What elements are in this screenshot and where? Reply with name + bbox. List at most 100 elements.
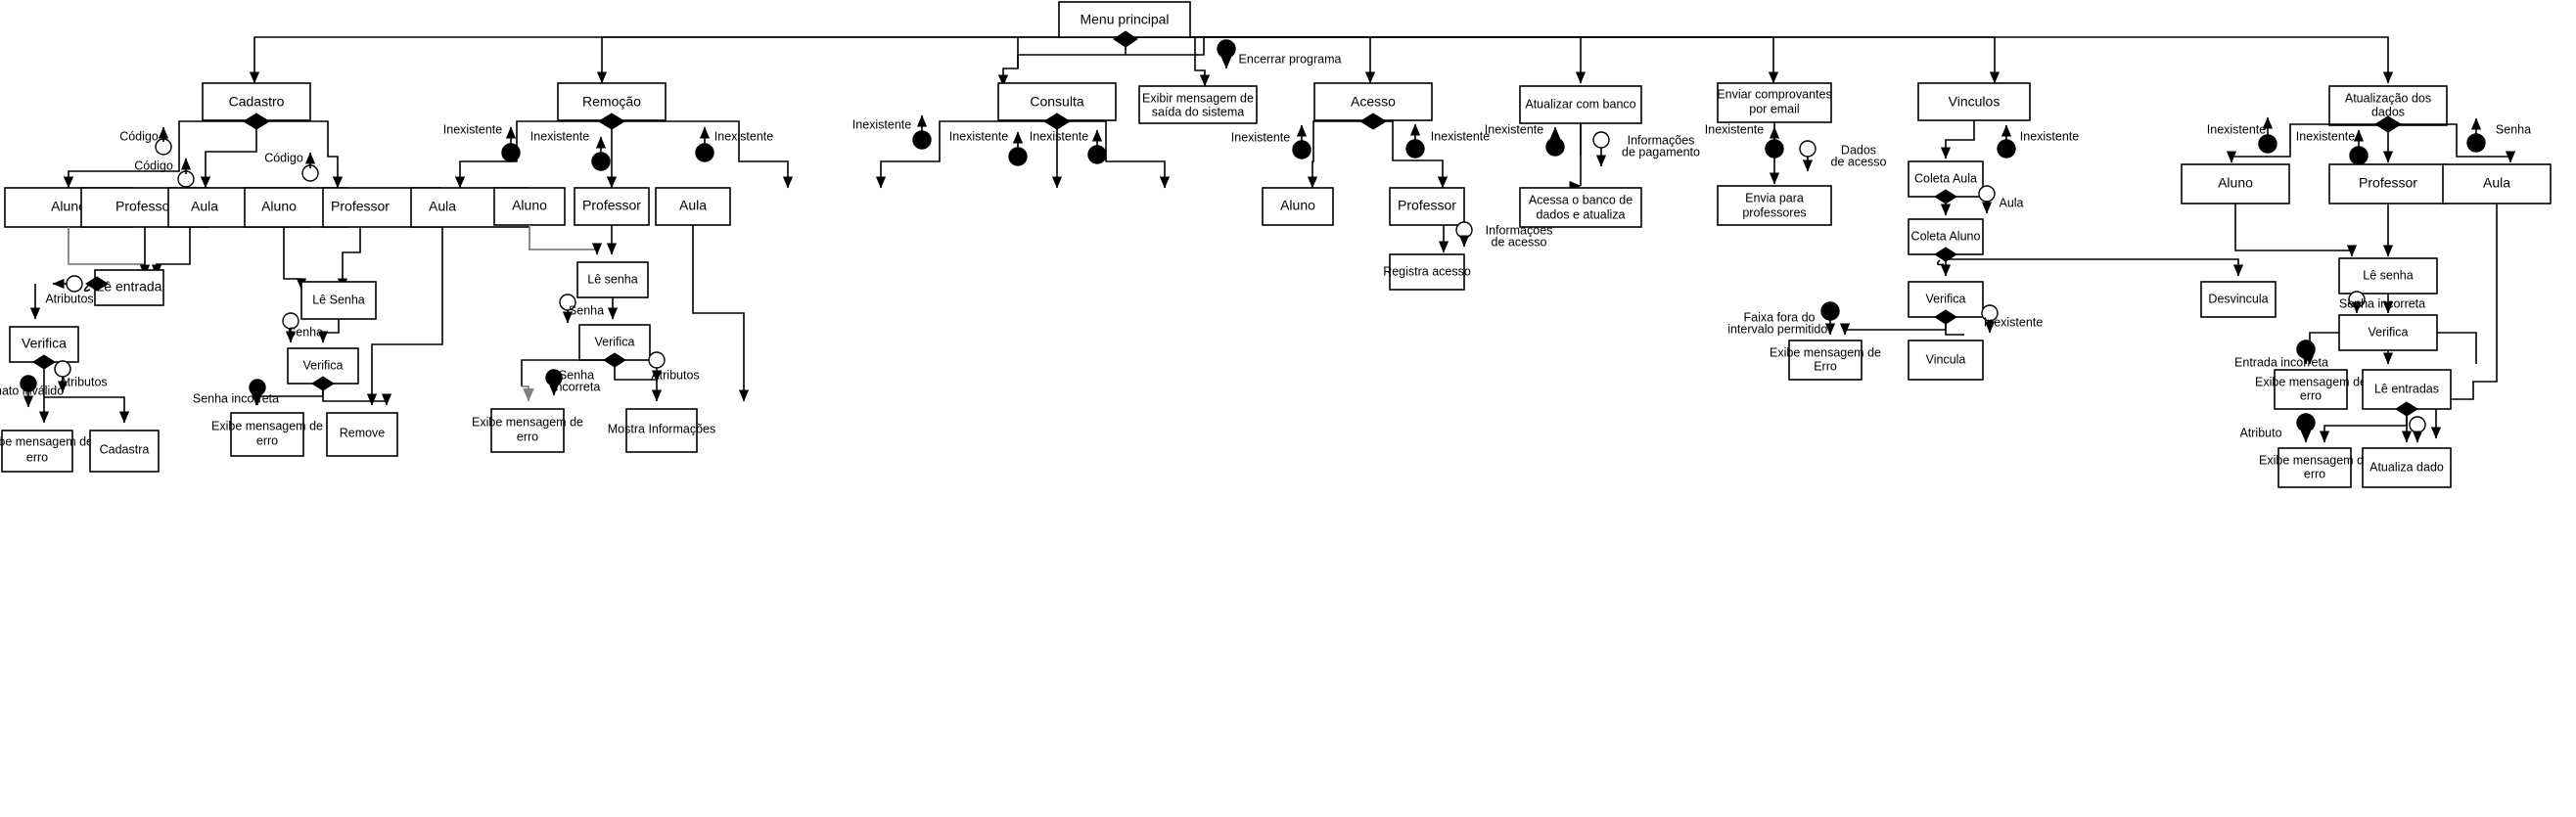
node-label: Mostra Informações [608,422,715,435]
decision-pin [2258,134,2277,154]
edge-label: intervalo permitido. [1727,322,1831,336]
decision-pin [1087,145,1107,164]
node-consulta-aula[interactable]: Aula [655,187,731,226]
node-vinculos-erro[interactable]: Exibe mensagem de Erro [1770,340,1881,381]
output-pin [1592,131,1610,149]
node-atualizacao-aula[interactable]: Aula [2442,163,2552,204]
node-remocao-lesenha[interactable]: Lê Senha [300,281,377,320]
node-label: Exibe mensagem de [1770,345,1881,359]
node-label: Exibe mensagem de [472,415,583,429]
node-label: Enviar comprovantes [1717,87,1831,101]
node-vincula[interactable]: Vincula [1908,340,1984,381]
node-registra-acesso[interactable]: Registra acesso [1383,253,1471,291]
node-label: Lê senha [587,272,637,286]
edge-label: Inexistente [1485,122,1544,136]
edge-label: Formato inválido [0,384,64,397]
edge-label: Código [264,151,303,164]
node-cadastra[interactable]: Cadastra [89,430,160,473]
node-acessa-banco[interactable]: Acessa o banco de dados e atualiza [1519,187,1642,228]
node-label: erro [26,450,48,464]
node-label: Consulta [1030,94,1083,110]
node-label: Lê Senha [312,293,365,306]
edge-label: Senha [569,303,604,317]
node-atualizar-banco[interactable]: Atualizar com banco [1519,85,1642,124]
node-exibir-saida[interactable]: Exibir mensagem de saída do sistema [1138,85,1258,124]
node-label: Desvincula [2208,292,2268,305]
node-atualizacao-lesenha[interactable]: Lê senha [2338,257,2438,295]
node-label: Erro [1814,359,1837,373]
node-label: dados [2371,105,2405,118]
node-consulta-professor[interactable]: Professor [574,187,650,226]
node-label: Aula [679,198,707,213]
edge-label: Senha [2496,122,2531,136]
node-remocao-erro[interactable]: Exibe mensagem de erro [211,412,323,457]
node-label: Coleta Aula [1914,171,1977,185]
node-cadastro-erro[interactable]: Exibe mensagem de erro [0,430,93,473]
edge-label: Senha incorreta [193,391,279,405]
node-consulta-aluno[interactable]: Aluno [493,187,566,226]
node-le-entrada[interactable]: Lê entrada [94,269,164,306]
node-consulta-erro[interactable]: Exibe mensagem de erro [472,408,583,453]
node-label: Lê entrada [97,279,162,295]
node-atualiza-dado[interactable]: Atualiza dado [2362,447,2452,488]
edge-label: de acesso [1831,155,1887,168]
edge-label: Encerrar programa [1239,52,1342,66]
output-pin [1799,140,1817,158]
node-label: Lê entradas [2374,382,2439,395]
edge-label: Código [134,159,173,172]
edge-label: de pagamento [1622,145,1700,159]
edge-label: Inexistente [530,129,590,143]
decision-pin [1765,139,1784,159]
node-remocao-verifica[interactable]: Verifica [287,347,359,385]
node-desvincula[interactable]: Desvincula [2200,281,2277,318]
node-label: Remoção [582,94,641,110]
node-label: Professor [2359,175,2417,191]
decision-pin [1820,301,1840,321]
edge-label: Inexistente [949,129,1009,143]
decision-pin [912,130,932,150]
node-acesso-aluno[interactable]: Aluno [1262,187,1334,226]
edge-label: Entrada incorreta [2234,355,2328,369]
node-envia-professores[interactable]: Envia para professores [1717,185,1832,226]
node-label: Aula [191,199,218,214]
decision-pin [2349,146,2369,165]
node-label: Aula [429,199,456,214]
node-label: Professor [331,199,390,214]
node-atualizacao-erro2[interactable]: Exibe mensagem de erro [2259,447,2370,488]
decision-pin [1997,139,2016,159]
edge-label: de acesso [1492,235,1547,249]
node-label: Aula [2483,175,2510,191]
node-label: Atualizar com banco [1525,97,1635,111]
node-label: Exibir mensagem de [1142,91,1254,105]
node-remove[interactable]: Remove [326,412,398,457]
node-menu-principal[interactable]: Menu principal [1058,1,1191,38]
node-atualizacao-professor[interactable]: Professor [2328,163,2448,204]
edge-label: Faixa fora do [1744,310,1816,324]
node-consulta-lesenha[interactable]: Lê senha [576,261,649,298]
node-label: erro [2304,467,2325,480]
edge-label: Atributo [2239,426,2281,439]
edge-label: Senha [559,368,594,382]
node-acesso[interactable]: Acesso [1313,82,1433,121]
node-enviar-comprovantes[interactable]: Enviar comprovantes por email [1717,82,1832,123]
node-mostra-informacoes[interactable]: Mostra Informações [608,408,715,453]
decision-pin [2296,413,2316,432]
node-label: Acessa o banco de [1529,193,1633,206]
node-acesso-professor[interactable]: Professor [1389,187,1465,226]
decision-pin [695,143,714,162]
node-label: Vincula [1926,352,1966,366]
node-label: Cadastro [229,94,285,110]
decision-pin [1217,39,1236,59]
node-atualizacao-aluno[interactable]: Aluno [2181,163,2290,204]
node-atualizacao-erro1[interactable]: Exibe mensagem de erro [2255,369,2367,410]
node-atualizacao-dados[interactable]: Atualização dos dados [2328,85,2448,126]
node-label: erro [2300,388,2322,402]
edge-label: Inexistente [2020,129,2080,143]
decision-pin [501,143,521,162]
node-label: Exibe mensagem de [211,419,323,432]
node-atualizacao-verifica[interactable]: Verifica [2338,314,2438,351]
node-vinculos[interactable]: Vinculos [1917,82,2031,121]
node-label: saída do sistema [1152,105,1245,118]
edge-label: Inexistente [1984,315,2044,329]
output-pin [66,275,83,293]
